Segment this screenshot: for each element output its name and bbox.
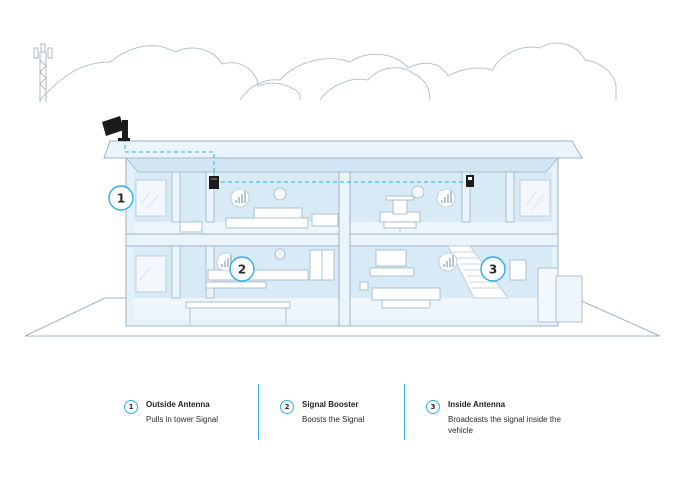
- svg-text:1: 1: [117, 192, 125, 206]
- legend-badge: 2: [280, 400, 294, 414]
- legend-divider: [404, 384, 405, 440]
- legend-description: Boosts the Signal: [302, 415, 365, 424]
- callout-marker-1: 1: [108, 185, 134, 211]
- signal-bars-icon: [230, 188, 250, 208]
- legend-badge: 1: [124, 400, 138, 414]
- cloud-icon: [239, 42, 617, 101]
- svg-text:3: 3: [489, 263, 497, 277]
- callout-marker-3: 3: [480, 256, 506, 282]
- legend-title: Outside Antenna: [146, 400, 210, 409]
- signal-bars-icon: [436, 188, 456, 208]
- signal-bars-icon: [438, 252, 458, 272]
- legend-description: Pulls in tower Signal: [146, 415, 219, 424]
- legend-title: Inside Antenna: [448, 400, 506, 409]
- center-wall: [338, 157, 351, 327]
- legend-badge: 3: [426, 400, 440, 414]
- legend: 1 Outside Antenna Pulls in tower Signal …: [0, 384, 680, 444]
- legend-title: Signal Booster: [302, 400, 359, 409]
- svg-text:2: 2: [238, 263, 246, 277]
- legend-divider: [258, 384, 259, 440]
- outside-antenna-icon: [102, 116, 130, 141]
- cloud-icon: [319, 67, 431, 101]
- callout-marker-2: 2: [229, 256, 255, 282]
- cell-tower-icon: [33, 43, 53, 102]
- cloud-icon: [39, 45, 301, 101]
- inside-antenna-icon: [466, 175, 474, 187]
- legend-description: Broadcasts the signal inside the vehicle: [448, 415, 561, 435]
- signal-booster-icon: [209, 176, 219, 189]
- house-roof: [103, 140, 583, 159]
